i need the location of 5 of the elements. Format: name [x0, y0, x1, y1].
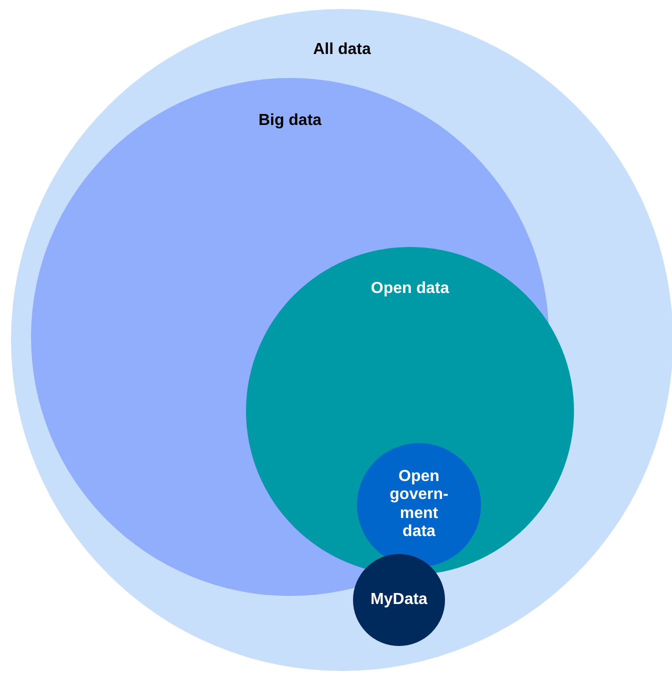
set-label: Open data: [370, 280, 450, 298]
set-label: Open govern-ment data: [388, 468, 450, 542]
set-label: All data: [312, 41, 372, 60]
set-label: MyData: [370, 590, 428, 610]
set-label: Big data: [257, 112, 323, 130]
